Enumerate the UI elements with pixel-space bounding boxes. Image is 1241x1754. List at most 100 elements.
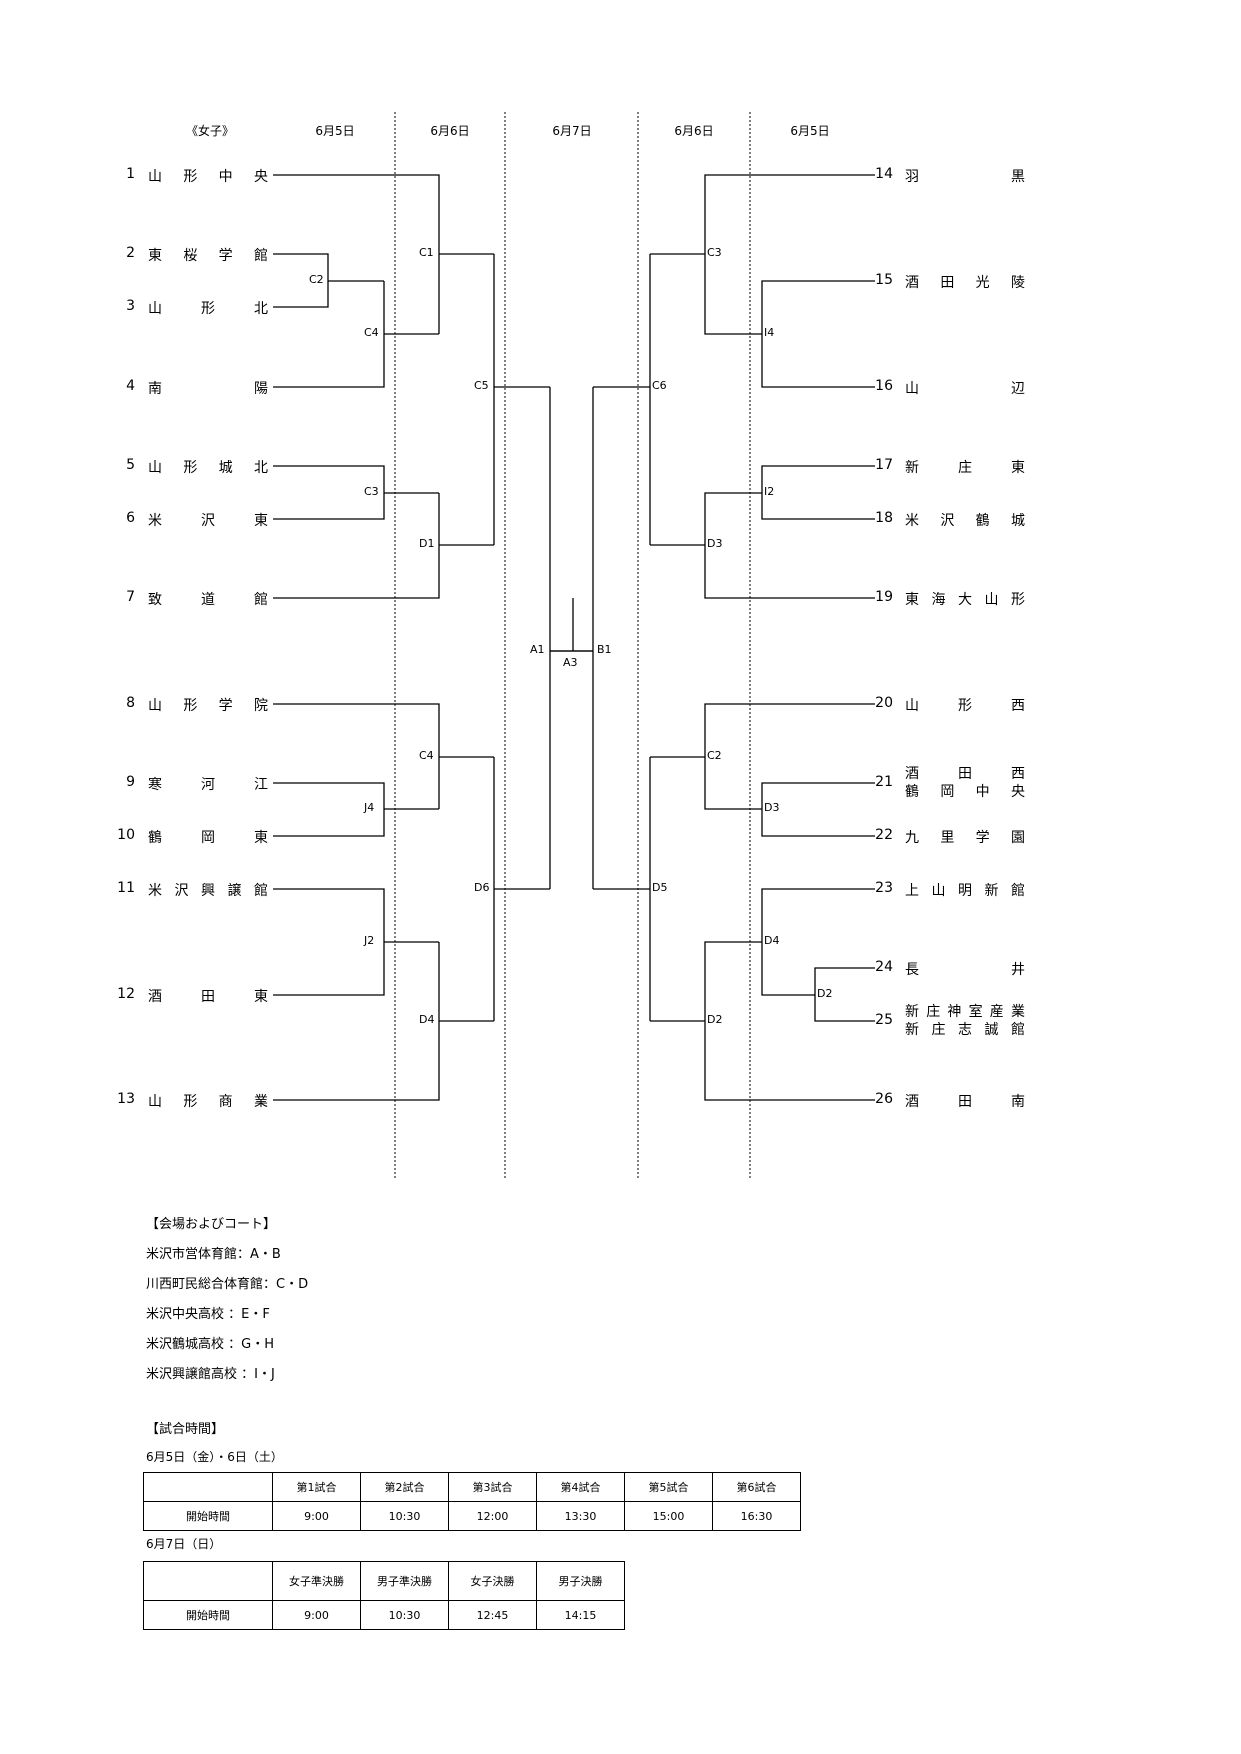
team-name: 新庄東	[905, 460, 1025, 476]
team-name: 山形北	[148, 301, 268, 317]
bracket-header-date: 6月6日	[430, 124, 470, 138]
table-cell-empty	[143, 1472, 273, 1502]
team-name: 酒田西	[905, 766, 1025, 782]
table-cell: 16:30	[712, 1501, 801, 1531]
table-header-cell: 男子決勝	[536, 1561, 625, 1601]
team-name: 米沢鶴城	[905, 513, 1025, 529]
team-name: 山形城北	[148, 460, 268, 476]
seed-number: 9	[126, 774, 135, 790]
team-name: 山形学院	[148, 698, 268, 714]
match-label: C1	[419, 246, 434, 259]
bracket-header-date: 6月5日	[315, 124, 355, 138]
seed-number: 26	[875, 1091, 893, 1107]
match-label: D3	[707, 537, 723, 550]
table-cell: 13:30	[536, 1501, 625, 1531]
team-name: 東海大山形	[905, 592, 1025, 608]
venue-item: 川西町民総合体育館：C・D	[146, 1277, 309, 1292]
seed-number: 11	[117, 880, 135, 896]
table-row: 開始時間 9:00 10:30 12:00 13:30 15:00 16:30	[143, 1501, 801, 1531]
match-label: D5	[652, 881, 668, 894]
table-cell: 15:00	[624, 1501, 713, 1531]
table-header-cell: 男子準決勝	[360, 1561, 449, 1601]
match-label: J2	[364, 934, 375, 947]
team-name: 酒田南	[905, 1094, 1025, 1110]
table-header-cell: 第3試合	[448, 1472, 537, 1502]
table-row-label: 開始時間	[143, 1501, 273, 1531]
seed-number: 14	[875, 166, 893, 182]
match-label: D4	[419, 1013, 435, 1026]
seed-number: 16	[875, 378, 893, 394]
table-cell: 12:45	[448, 1600, 537, 1630]
match-label: I2	[764, 485, 775, 498]
table-row: 第1試合 第2試合 第3試合 第4試合 第5試合 第6試合	[143, 1472, 801, 1502]
venue-item: 米沢市営体育館：A・B	[146, 1247, 281, 1262]
seed-number: 17	[875, 457, 893, 473]
venue-item: 米沢興譲館高校 ：I・J	[146, 1367, 275, 1382]
schedule-table-day1: 第1試合 第2試合 第3試合 第4試合 第5試合 第6試合 開始時間 9:00 …	[143, 1472, 801, 1531]
seed-number: 23	[875, 880, 893, 896]
seed-number: 21	[875, 774, 893, 790]
venue-item: 米沢鶴城高校 ：G・H	[146, 1337, 274, 1352]
seed-number: 13	[117, 1091, 135, 1107]
schedule-day1-label: 6月5日（金）・6日（土）	[146, 1450, 283, 1464]
table-header-cell: 第1試合	[272, 1472, 361, 1502]
match-label: C4	[364, 326, 379, 339]
team-name: 米沢興譲館	[148, 883, 268, 899]
bracket-header-date: 6月7日	[552, 124, 592, 138]
seed-number: 25	[875, 1012, 893, 1028]
team-name: 寒河江	[148, 777, 268, 793]
team-name: 上山明新館	[905, 883, 1025, 899]
seed-number: 20	[875, 695, 893, 711]
team-name: 米沢東	[148, 513, 268, 529]
table-cell: 12:00	[448, 1501, 537, 1531]
team-name: 酒田東	[148, 989, 268, 1005]
team-name: 山辺	[905, 381, 1025, 397]
match-label: C3	[364, 485, 379, 498]
match-label: D1	[419, 537, 435, 550]
match-label: D2	[707, 1013, 723, 1026]
table-row-label: 開始時間	[143, 1600, 273, 1630]
seed-number: 6	[126, 510, 135, 526]
seed-number: 10	[117, 827, 135, 843]
schedule-table-day2: 女子準決勝 男子準決勝 女子決勝 男子決勝 開始時間 9:00 10:30 12…	[143, 1561, 625, 1630]
team-name: 山形商業	[148, 1094, 268, 1110]
seed-number: 1	[126, 166, 135, 182]
venues-title: 【会場およびコート】	[146, 1217, 277, 1232]
table-header-cell: 女子決勝	[448, 1561, 537, 1601]
table-header-cell: 第5試合	[624, 1472, 713, 1502]
team-name: 致道館	[148, 592, 268, 608]
table-header-cell: 第6試合	[712, 1472, 801, 1502]
bracket-header-date: 6月5日	[790, 124, 830, 138]
team-name: 羽黒	[905, 169, 1025, 185]
seed-number: 12	[117, 986, 135, 1002]
seed-number: 2	[126, 245, 135, 261]
team-name: 酒田光陵	[905, 275, 1025, 291]
seed-number: 5	[126, 457, 135, 473]
table-cell: 9:00	[272, 1600, 361, 1630]
seed-number: 4	[126, 378, 135, 394]
table-cell: 10:30	[360, 1600, 449, 1630]
team-name: 山形中央	[148, 169, 268, 185]
venue-item: 米沢中央高校 ：E・F	[146, 1307, 270, 1322]
table-header-cell: 第4試合	[536, 1472, 625, 1502]
match-label: C2	[309, 273, 324, 286]
match-label: A3	[563, 656, 578, 669]
schedule-day2-label: 6月7日（日）	[146, 1537, 222, 1551]
team-name-secondary: 鶴岡中央	[905, 784, 1025, 800]
seed-number: 3	[126, 298, 135, 314]
match-label: D6	[474, 881, 490, 894]
table-header-cell: 第2試合	[360, 1472, 449, 1502]
team-name: 南陽	[148, 381, 268, 397]
tournament-bracket	[273, 112, 875, 1180]
match-label: J4	[364, 801, 375, 814]
table-row: 開始時間 9:00 10:30 12:45 14:15	[143, 1600, 625, 1630]
match-label: C3	[707, 246, 722, 259]
bracket-header-women: 《女子》	[185, 124, 235, 138]
table-cell: 14:15	[536, 1600, 625, 1630]
seed-number: 8	[126, 695, 135, 711]
match-label: D3	[764, 801, 780, 814]
team-name: 東桜学館	[148, 248, 268, 264]
team-name: 山形西	[905, 698, 1025, 714]
seed-number: 7	[126, 589, 135, 605]
seed-number: 24	[875, 959, 893, 975]
